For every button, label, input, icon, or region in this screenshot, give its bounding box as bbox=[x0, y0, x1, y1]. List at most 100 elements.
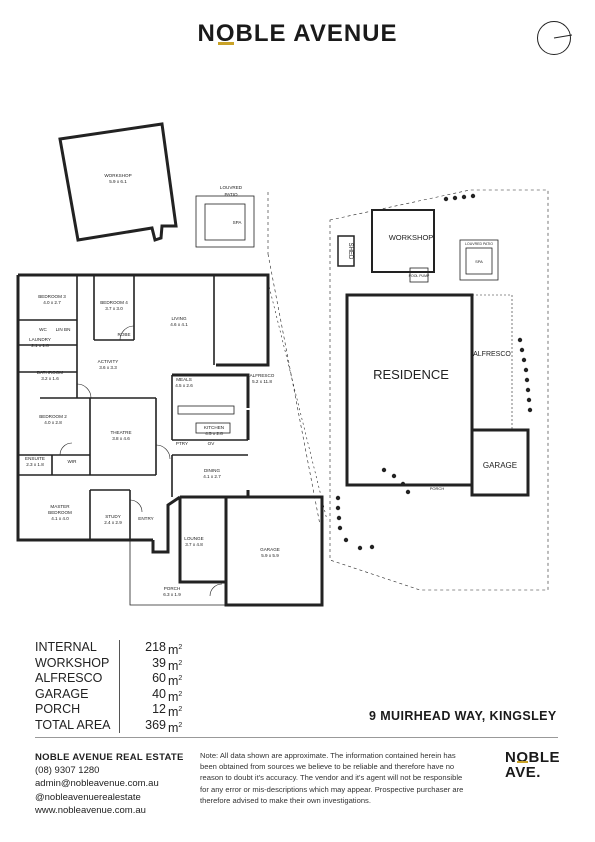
site-label-shed: SHED bbox=[347, 243, 353, 260]
room-name: WC bbox=[39, 327, 47, 332]
site-workshop bbox=[371, 209, 435, 273]
logo-small-n: N bbox=[505, 749, 517, 766]
site-label-garage: GARAGE bbox=[483, 461, 517, 470]
room-name: WORKSHOP bbox=[104, 173, 131, 178]
room-dims: 4.6 x 4.1 bbox=[170, 322, 188, 327]
logo-small-o: O bbox=[516, 750, 528, 765]
agency-email[interactable]: admin@nobleavenue.com.au bbox=[35, 778, 159, 790]
area-unit: m2 bbox=[166, 687, 188, 704]
alfresco-outline-2 bbox=[267, 253, 321, 526]
area-row: PORCH 12 m2 bbox=[35, 702, 188, 719]
logo-small-rest: BLE bbox=[528, 749, 561, 766]
room-dims: 4.1 x 2.7 bbox=[203, 474, 221, 479]
area-label: WORKSHOP bbox=[35, 655, 110, 670]
room-name: OV bbox=[208, 441, 216, 446]
site-trees bbox=[335, 193, 533, 551]
room-name: PTRY bbox=[176, 441, 188, 446]
agency-social[interactable]: @nobleavenuerealestate bbox=[35, 791, 141, 803]
area-unit-sup: 2 bbox=[178, 659, 183, 667]
room-name: THEATRE bbox=[110, 430, 131, 435]
area-summary-table: INTERNAL 218 m2 WORKSHOP 39 m2 ALFRESCO … bbox=[35, 640, 188, 735]
room-dims: 2.1 x 1.8 bbox=[31, 343, 49, 348]
room-name: BEDROOM 4 bbox=[100, 300, 128, 305]
room-name: KITCHEN bbox=[204, 425, 224, 430]
room-name: BEDROOM bbox=[48, 510, 72, 515]
room-dims: 3.2 x 1.6 bbox=[41, 376, 59, 381]
room-name: PORCH bbox=[164, 586, 181, 591]
room-name: LIN BN bbox=[56, 327, 71, 332]
door-swing bbox=[209, 583, 223, 597]
room-name: MEALS bbox=[176, 377, 192, 382]
door-swing bbox=[119, 325, 135, 341]
area-row: GARAGE 40 m2 bbox=[35, 686, 188, 704]
area-unit: m2 bbox=[166, 702, 188, 719]
door-swing bbox=[76, 383, 92, 399]
brand-rest: BLE AVENUE bbox=[235, 20, 398, 47]
room-dims: 3.7 x 3.0 bbox=[105, 306, 123, 311]
agency-name: NOBLE AVENUE REAL ESTATE bbox=[35, 752, 184, 763]
site-label-porch: PORCH bbox=[430, 486, 445, 491]
site-label-pool-pump: POOL PUMP bbox=[409, 274, 430, 278]
area-value: 369 bbox=[145, 717, 166, 732]
kitchen-bench bbox=[177, 405, 235, 415]
room-dims: 2.4 x 2.9 bbox=[104, 520, 122, 525]
room-name: ENSUITE bbox=[25, 456, 45, 461]
site-garage bbox=[470, 428, 530, 497]
site-label-workshop: WORKSHOP bbox=[389, 233, 434, 242]
area-divider bbox=[119, 671, 136, 687]
agency-website[interactable]: www.nobleavenue.com.au bbox=[35, 804, 146, 816]
contact-block: NOBLE AVENUE REAL ESTATE (08) 9307 1280 … bbox=[35, 751, 184, 817]
site-label-residence: RESIDENCE bbox=[373, 367, 449, 382]
area-unit-sup: 2 bbox=[178, 644, 183, 651]
footer-divider bbox=[35, 737, 558, 738]
brand-o-letter: O bbox=[215, 20, 236, 47]
floor-plan-drawing bbox=[16, 122, 549, 607]
area-divider bbox=[119, 655, 136, 671]
porch-outline bbox=[129, 540, 226, 606]
room-dims: 4.0 x 2.8 bbox=[44, 420, 62, 425]
door-swing bbox=[59, 442, 73, 456]
north-compass-icon bbox=[537, 21, 572, 55]
room-name: LAUNDRY bbox=[29, 337, 51, 342]
area-unit: m2 bbox=[166, 640, 188, 657]
room-name: STUDY bbox=[105, 514, 121, 519]
area-unit-sup: 2 bbox=[178, 721, 183, 729]
room-name: BEDROOM 2 bbox=[39, 414, 67, 419]
area-divider bbox=[119, 717, 136, 733]
room-dims: 3.7 x 4.8 bbox=[185, 542, 203, 547]
room-name: DINING bbox=[204, 468, 221, 473]
spa-outline bbox=[204, 203, 246, 241]
room-dims: 6.3 x 1.9 bbox=[163, 592, 181, 597]
agency-phone[interactable]: (08) 9307 1280 bbox=[35, 765, 100, 777]
site-pool-pump bbox=[409, 267, 429, 283]
area-value: 12 bbox=[152, 702, 166, 716]
room-name: ENTRY bbox=[138, 516, 154, 521]
area-value: 60 bbox=[152, 671, 166, 685]
room-name: SPA bbox=[233, 220, 243, 225]
workshop-building bbox=[58, 122, 178, 242]
property-address: 9 MUIRHEAD WAY, KINGSLEY bbox=[369, 709, 557, 723]
door-swing bbox=[129, 499, 143, 513]
site-spa bbox=[465, 247, 493, 275]
room-name: BATHROOM bbox=[37, 370, 63, 375]
logo-small-accent-bar bbox=[517, 761, 528, 763]
area-divider bbox=[119, 686, 136, 702]
area-label: PORCH bbox=[35, 702, 81, 716]
room-name: ACTIVITY bbox=[98, 359, 119, 364]
room-dims: 2.3 x 1.8 bbox=[26, 462, 44, 467]
brand-n: N bbox=[197, 20, 216, 47]
area-unit-text: m bbox=[168, 674, 179, 689]
room-dims: 5.2 x 11.8 bbox=[252, 379, 272, 384]
area-unit: m2 bbox=[166, 656, 188, 673]
room-dims: 4.1 x 4.0 bbox=[51, 516, 69, 521]
area-divider bbox=[119, 640, 136, 656]
brand-o: O bbox=[216, 20, 236, 48]
room-name: ALFRESCO bbox=[250, 373, 275, 378]
area-unit: m2 bbox=[166, 718, 188, 735]
area-unit-sup: 2 bbox=[178, 690, 183, 698]
area-row: ALFRESCO 60 m2 bbox=[35, 671, 188, 689]
logo-small-o-letter: O bbox=[516, 749, 529, 766]
room-dims: 4.0 x 2.7 bbox=[43, 300, 61, 305]
